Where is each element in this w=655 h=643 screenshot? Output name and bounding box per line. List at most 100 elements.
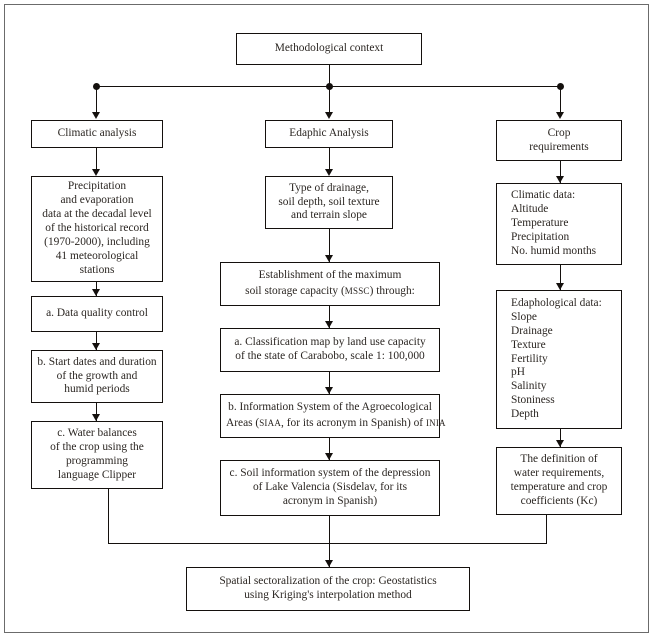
connector-edaphic-5: [329, 438, 330, 460]
node-line: a. Data quality control: [46, 307, 148, 320]
connector-edaphic-4: [329, 372, 330, 394]
node-classification-map-carabobo[interactable]: a. Classification map by land use capaci…: [220, 328, 440, 372]
connector-merge-center-vertical: [329, 516, 330, 567]
node-data-quality-control[interactable]: a. Data quality control: [31, 296, 163, 332]
node-line: acronym in Spanish): [282, 494, 378, 507]
connector-crop-2: [560, 265, 561, 290]
arrowhead-result: [325, 560, 333, 567]
connector-edaphic-3: [329, 306, 330, 328]
node-line: pH: [511, 366, 525, 379]
node-line: Altitude: [511, 203, 549, 216]
node-line: programming: [65, 455, 128, 467]
node-line: Type of drainage,: [289, 181, 369, 194]
node-edaphic-analysis[interactable]: Edaphic Analysis: [265, 120, 393, 148]
arrowhead-bus-to-crop: [556, 112, 564, 119]
node-line: Slope: [511, 310, 537, 323]
node-maximum-soil-storage-capacity[interactable]: Establishment of the maximum soil storag…: [220, 262, 440, 306]
node-line: Establishment of the maximum: [258, 269, 402, 282]
node-line-part: ) through:: [369, 285, 415, 297]
acronym-inia: inia: [425, 415, 446, 429]
node-line: stations: [79, 263, 115, 276]
connector-merge-left-vertical: [108, 489, 109, 543]
node-line: b. Information System of the Agroecologi…: [228, 401, 432, 414]
node-line: of Lake Valencia (Sisdelav, for its: [252, 481, 408, 494]
node-drainage-depth-texture-slope[interactable]: Type of drainage, soil depth, soil textu…: [265, 176, 393, 229]
connector-edaphic-1: [329, 148, 330, 170]
node-line: Spatial sectoralization of the crop: Geo…: [219, 575, 437, 588]
node-spatial-sectoralization-result[interactable]: Spatial sectoralization of the crop: Geo…: [186, 567, 470, 611]
node-line: The definition of: [520, 453, 598, 466]
connector-crop-1: [560, 161, 561, 183]
connector-title-to-bus: [329, 65, 330, 86]
arrowhead-edaphic-1: [325, 169, 333, 176]
node-line: Salinity: [511, 380, 547, 393]
node-water-balances-clipper[interactable]: c. Water balances of the crop using the …: [31, 421, 163, 489]
node-line: of the historical record: [45, 222, 149, 235]
node-line: Stoniness: [511, 394, 555, 407]
node-line: and terrain slope: [291, 209, 367, 222]
node-line: Areas (siaa, for its acronym in Spanish)…: [226, 415, 446, 431]
node-line: (1970-2000), including: [44, 235, 150, 248]
node-line: c. Water balances: [57, 427, 137, 440]
node-label: Edaphic Analysis: [289, 127, 369, 140]
connector-climatic-3: [96, 332, 97, 350]
node-line: Fertility: [511, 352, 548, 365]
node-line: b. Start dates and duration: [37, 355, 157, 368]
arrowhead-crop-1: [556, 176, 564, 183]
arrowhead-crop-3: [556, 440, 564, 447]
node-methodological-context[interactable]: Methodological context: [236, 33, 422, 65]
node-line: soil depth, soil texture: [278, 195, 380, 208]
node-label: Climatic analysis: [57, 127, 137, 140]
node-line: a. Classification map by land use capaci…: [234, 336, 426, 349]
node-line: of the state of Carabobo, scale 1: 100,0…: [235, 350, 425, 362]
node-climatic-data-list[interactable]: Climatic data: Altitude Temperature Prec…: [496, 183, 622, 265]
node-label-line-1: Crop: [547, 126, 571, 139]
node-line: water requirements,: [513, 467, 605, 480]
node-line: Drainage: [511, 324, 553, 337]
arrowhead-edaphic-5: [325, 453, 333, 460]
connector-merge-right-vertical: [546, 515, 547, 543]
node-edaphological-data-list[interactable]: Edaphological data: Slope Drainage Textu…: [496, 290, 622, 429]
acronym-siaa: siaa: [259, 415, 282, 429]
node-line-part: soil storage capacity (: [245, 285, 345, 297]
arrowhead-climatic-3: [92, 343, 100, 350]
node-climatic-analysis[interactable]: Climatic analysis: [31, 120, 163, 148]
node-line: soil storage capacity (mssc) through:: [226, 283, 434, 299]
node-water-temperature-crop-coefficients[interactable]: The definition of water requirements, te…: [496, 447, 622, 515]
node-information-system-agroecological-areas[interactable]: b. Information System of the Agroecologi…: [220, 394, 446, 438]
connector-merge-rail: [108, 543, 547, 544]
arrowhead-edaphic-3: [325, 321, 333, 328]
node-line: Temperature: [511, 217, 569, 230]
node-line: of the growth and: [56, 369, 138, 382]
node-line: 41 meteorological: [55, 249, 139, 262]
node-line: language Clipper: [57, 468, 137, 481]
node-label: Methodological context: [274, 42, 384, 55]
connector-bus-to-crop: [560, 86, 561, 113]
connector-climatic-4: [96, 403, 97, 421]
node-line: c. Soil information system of the depres…: [229, 467, 431, 480]
arrowhead-crop-2: [556, 283, 564, 290]
node-line: No. humid months: [511, 244, 597, 257]
node-line-part: Areas (: [226, 417, 260, 429]
node-crop-requirements[interactable]: Crop requirements: [496, 120, 622, 161]
connector-crop-3: [560, 429, 561, 447]
connector-climatic-1: [96, 148, 97, 170]
node-line: coefficients (Kc): [520, 494, 598, 507]
node-line: of the crop using the: [50, 441, 144, 454]
node-line: Climatic data:: [511, 189, 576, 202]
node-line: using Kriging's interpolation method: [244, 589, 412, 601]
arrowhead-bus-to-climatic: [92, 112, 100, 119]
node-line: and evaporation: [60, 194, 134, 207]
node-start-dates-duration[interactable]: b. Start dates and duration of the growt…: [31, 350, 163, 403]
node-line: data at the decadal level: [42, 208, 152, 221]
node-line-part: , for its acronym in Spanish) of: [281, 417, 426, 429]
arrowhead-climatic-2: [92, 289, 100, 296]
node-precipitation-evaporation-data[interactable]: Precipitation and evaporation data at th…: [31, 176, 163, 282]
node-label-line-2: requirements: [529, 140, 589, 153]
node-line: Texture: [511, 338, 546, 351]
node-line: Precipitation: [511, 230, 570, 243]
node-line: Precipitation: [67, 180, 127, 193]
node-soil-information-system-lake-valencia[interactable]: c. Soil information system of the depres…: [220, 460, 440, 516]
connector-bus-to-edaphic: [329, 86, 330, 113]
